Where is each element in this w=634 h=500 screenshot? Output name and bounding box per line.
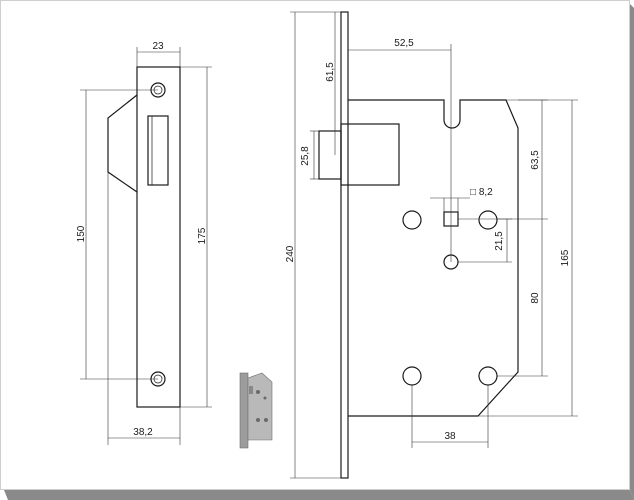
latch-bolt [318, 130, 342, 180]
dim-body-height: 165 [478, 99, 578, 417]
dim-center-distance: 21,5 [458, 218, 512, 263]
strike-plate [107, 66, 181, 408]
strike-lip [107, 94, 138, 193]
dim-label-38: 38 [444, 431, 456, 442]
dim-label-38-2: 38,2 [133, 427, 153, 438]
dim-forend-height: 240 [285, 11, 341, 479]
screw-hole-upper-right [478, 210, 498, 230]
dim-strike-hole-spacing: 150 [76, 89, 158, 380]
frame-shadow-right [630, 4, 634, 500]
lock-case-outline [348, 99, 519, 417]
dim-faceplate-height: 175 [180, 66, 212, 408]
dim-label-63-5: 63,5 [530, 150, 541, 170]
screw-hole-upper-left [402, 210, 422, 230]
dim-label-21-5: 21,5 [494, 231, 505, 251]
lock-forend [340, 11, 349, 479]
dim-label-150: 150 [76, 225, 87, 242]
dim-label-240: 240 [285, 245, 296, 262]
dim-label-52-5: 52,5 [394, 38, 414, 49]
dim-lower-distance: 80 [497, 219, 548, 377]
dim-strike-width: 38,2 [107, 172, 181, 445]
dim-latch-offset: 61,5 [325, 12, 336, 155]
dim-label-165: 165 [560, 249, 571, 266]
screw-hole-lower-left [402, 366, 422, 386]
dim-label-175: 175 [197, 227, 208, 244]
dim-label-23: 23 [152, 41, 164, 52]
dim-label-8-2: □ 8,2 [470, 187, 493, 198]
strike-latch-opening [147, 115, 169, 186]
dim-faceplate-width: 23 [136, 41, 181, 67]
dim-latch-height: 25,8 [300, 130, 319, 180]
dim-screw-spacing: 38 [411, 385, 489, 448]
dim-body-upper: 63,5 [497, 99, 548, 220]
latch-housing [340, 123, 400, 186]
frame-border [0, 0, 630, 490]
strike-plate-outline [136, 66, 181, 408]
dim-label-80: 80 [530, 292, 541, 304]
dim-spindle-square: □ 8,2 [430, 187, 493, 212]
frame-shadow-bottom [4, 490, 634, 500]
dim-label-25-8: 25,8 [300, 146, 311, 166]
dim-backset: 52,5 [348, 38, 452, 262]
lock-product-photo [239, 372, 273, 449]
dim-label-61-5: 61,5 [325, 62, 336, 82]
screw-hole-lower-right [478, 366, 498, 386]
